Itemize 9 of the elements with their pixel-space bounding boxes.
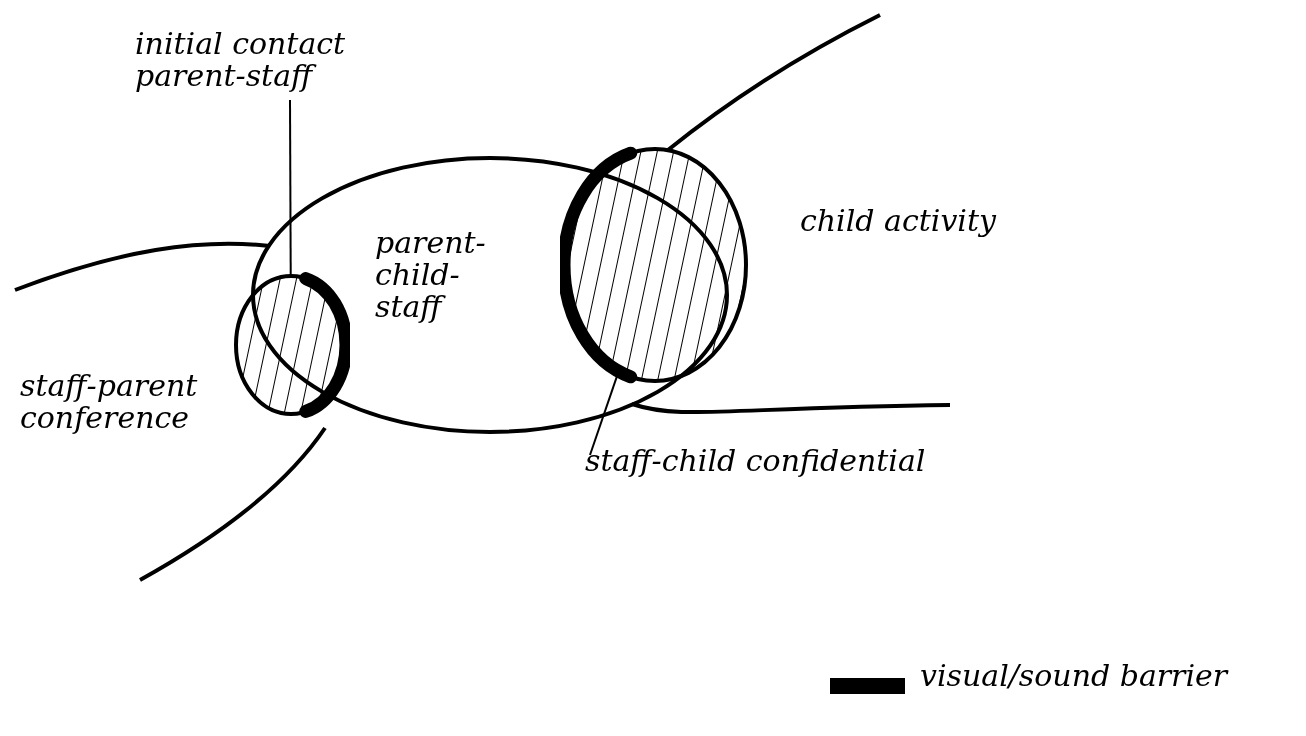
leader-line <box>289 99 292 277</box>
hatched-zone <box>560 145 750 385</box>
zone-label: staff-child confidential <box>585 445 1005 477</box>
zone-label: parent- child- staff <box>375 227 485 323</box>
hatched-zone <box>232 272 350 418</box>
legend-label: visual/sound barrier <box>920 660 1228 692</box>
zone-label: child activity <box>800 205 997 237</box>
zone-label: staff-parent conference <box>20 370 199 434</box>
zone-label: initial contact parent-staff <box>135 28 395 92</box>
